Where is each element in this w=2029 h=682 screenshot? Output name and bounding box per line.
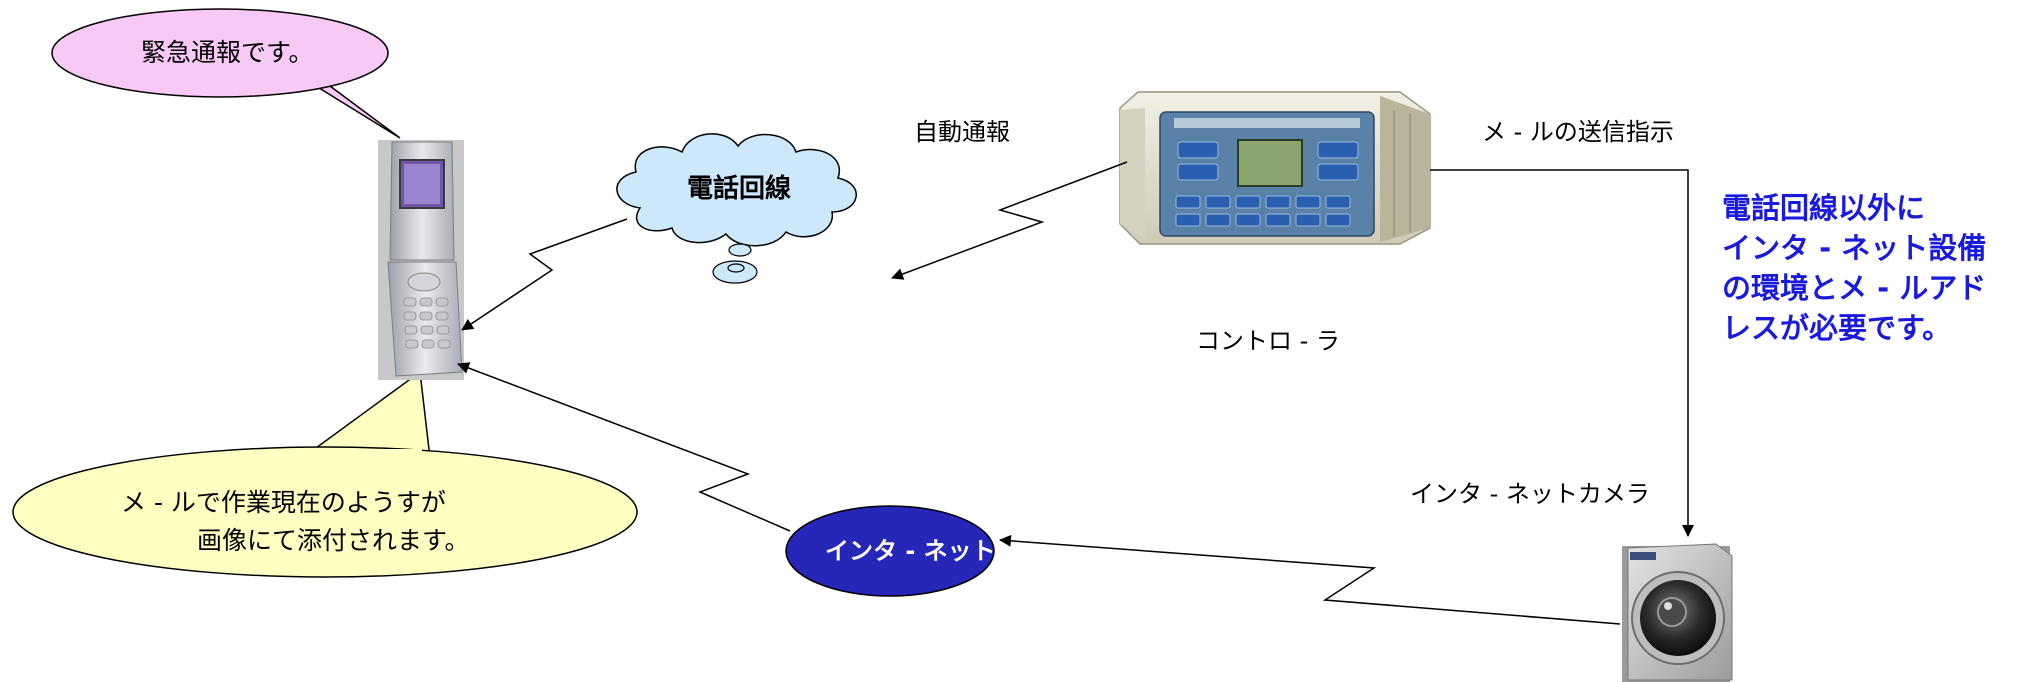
emergency-speech-bubble [51, 8, 401, 139]
note-line-2: インタ - ネット設備 [1722, 231, 1987, 265]
mail-bubble-line2: 画像にて添付されます。 [197, 526, 470, 555]
internet-node-label: インタ - ネット [825, 537, 996, 565]
auto-report-link [891, 161, 1128, 280]
network-camera-icon [1622, 543, 1733, 682]
requirement-note: 電話回線以外に インタ - ネット設備 の環境とメ - ルアド レスが必要です。 [1722, 188, 1986, 348]
internet-node [785, 505, 995, 597]
controller-label: コントロ - ラ [1196, 327, 1340, 355]
emergency-bubble-text: 緊急通報です。 [141, 38, 314, 67]
mail-instruction-link [1430, 169, 1694, 537]
internet-phone-link [457, 362, 791, 532]
mobile-phone-icon [378, 140, 464, 380]
mail-bubble-line1: メ - ルで作業現在のようすが [121, 488, 446, 517]
phone-line-cloud-label: 電話回線 [687, 174, 792, 204]
phone-line-link [461, 218, 628, 331]
auto-report-label: 自動通報 [914, 118, 1010, 146]
mail-speech-bubble [12, 370, 638, 578]
camera-label: インタ - ネットカメラ [1410, 480, 1650, 508]
mail-instruction-label: メ - ルの送信指示 [1482, 118, 1674, 146]
note-line-4: レスが必要です。 [1722, 311, 1952, 345]
note-line-3: の環境とメ - ルアド [1722, 271, 1987, 305]
camera-internet-link [999, 534, 1621, 625]
note-line-1: 電話回線以外に [1722, 191, 1926, 225]
controller-device-icon [1119, 91, 1431, 245]
phone-line-cloud [616, 133, 857, 284]
